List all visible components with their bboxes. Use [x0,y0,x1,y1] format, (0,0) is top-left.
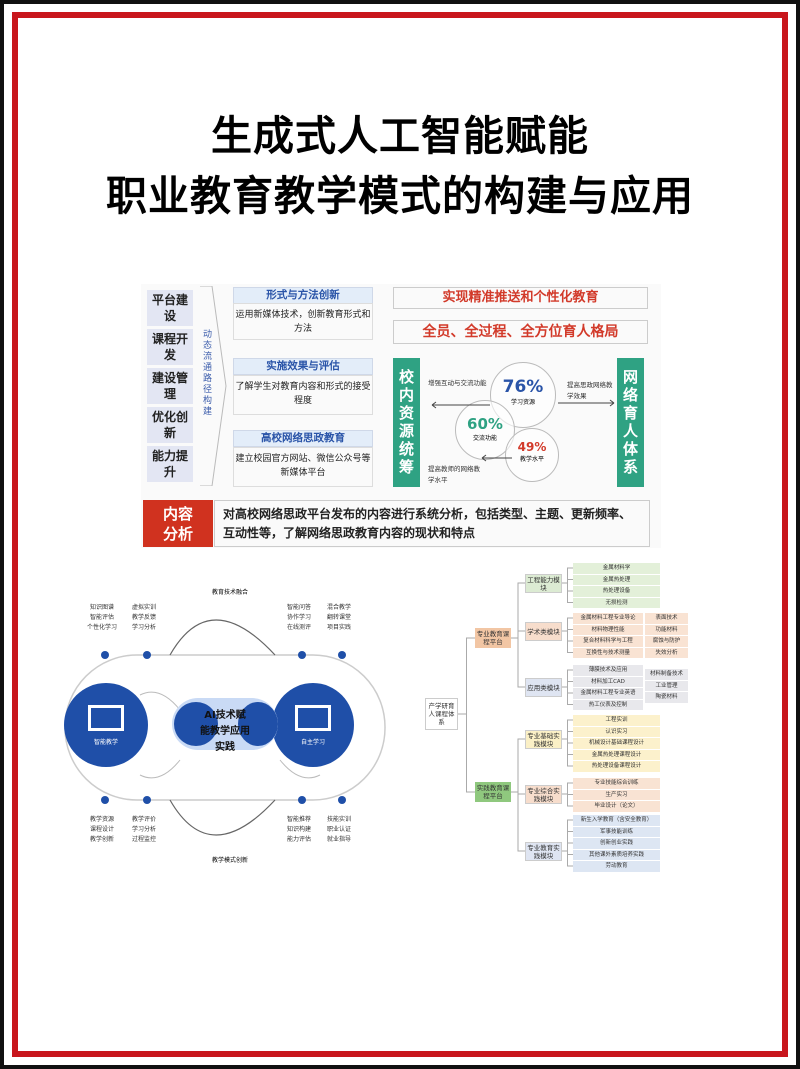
goal-precise-push: 实现精准推送和个性化教育 [393,287,648,309]
leaf-node: 功能材料 [645,624,688,635]
leaf-node: 生产实习 [573,789,660,800]
circle-teaching-level: 49% 教学水平 [505,428,559,482]
bottom-label: 教学模式创新 [211,857,248,864]
person-icon [238,702,278,746]
module-node: 专业综合实践模块 [525,785,562,804]
node-dot [338,796,346,804]
bottom-keyword-group: 技能实训 职业认证 就业指导 [326,816,351,843]
node-dot [143,796,151,804]
leaf-node: 新生入学教育（含安全教育） [573,815,660,826]
leaf-node: 金属材料学 [573,563,660,574]
title-line-2: 职业教育教学模式的构建与应用 [106,172,694,220]
leaf-node: 军事技能训练 [573,826,660,837]
module-body: 建立校园官方网站、微信公众号等新媒体平台 [233,447,373,487]
bottom-keyword-group: 教学资源 课程设计 教学创新 [89,816,114,843]
leaf-node: 失效分析 [645,647,688,658]
monitor-icon [88,705,124,731]
leaf-node: 创新创业实践 [573,838,660,849]
module-header: 形式与方法创新 [233,287,373,304]
content-analysis-text: 对高校网络思政平台发布的内容进行系统分析，包括类型、主题、更新频率、互动性等，了… [214,500,650,547]
top-label: 教育技术融合 [211,589,248,596]
leaf-node: 陶瓷材料 [645,692,688,703]
leaf-node: 金属材料工程专业导论 [573,613,643,624]
leaf-node: 互换性与技术测量 [573,647,643,658]
top-keyword-group: 智能问答 协作学习 在线测评 [286,604,311,631]
leaf-node: 热工仪表及控制 [573,699,643,710]
leaf-node: 其他课外素质培养实践 [573,849,660,860]
left-item: 建设管理 [147,368,193,404]
platform-node: 实践教育课程平台 [475,782,511,802]
note-interaction: 增强互动与交流功能 [428,379,487,387]
red-frame [12,12,788,1057]
module-node: 专业教育实践模块 [525,842,562,861]
leaf-node: 热处理设备 [573,586,660,597]
center-label: AI技术赋能教学应用实践 [200,710,250,753]
module-header: 高校网络思政教育 [233,430,373,447]
self-learning-circle: 自主学习 [272,683,354,767]
leaf-node: 金属热处理课程设计 [573,749,660,760]
person-icon [174,702,218,746]
node-dot [298,651,306,659]
node-dot [101,651,109,659]
leaf-node: 劳动教育 [573,861,660,872]
node-dot [298,796,306,804]
content-analysis-tag: 内容分析 [143,500,213,547]
module-node: 工程能力模块 [525,574,562,593]
leaf-node: 表面技术 [645,613,688,624]
module-body: 运用新媒体技术，创新教育形式和方法 [233,303,373,340]
module-node: 专业基础实践模块 [525,730,562,749]
leaf-node: 金属材料工程专业英语 [573,688,643,699]
left-item: 课程开发 [147,329,193,365]
leaf-node: 无损检测 [573,597,660,608]
leaf-node: 材料物理性能 [573,624,643,635]
leaf-node: 毕业设计（论文） [573,801,660,812]
flow-arrows [431,399,615,462]
leaf-node: 机械设计基础课程设计 [573,738,660,749]
node-dot [338,651,346,659]
module-node: 应用类模块 [525,678,562,697]
leaf-node: 金属热处理 [573,574,660,585]
top-keyword-group: 虚拟实训 教学反馈 学习分析 [131,604,156,631]
top-keyword-group: 混合教学 翻转课堂 项目实践 [326,604,351,631]
goal-all-round: 全员、全过程、全方位育人格局 [393,320,648,344]
node-dot [101,796,109,804]
leaf-node: 薄膜技术及应用 [573,665,643,676]
top-keyword-group: 知识图谱 智能评估 个性化学习 [86,604,117,631]
module-node: 学术类模块 [525,622,562,641]
left-green-bar: 校内资源统筹 [393,358,420,487]
module-header: 实施效果与评估 [233,358,373,375]
bottom-keyword-group: 智能推荐 知识构建 能力评估 [286,816,311,843]
leaf-node: 工程实训 [573,715,660,726]
leaf-node: 复合材料科学与工程 [573,636,643,647]
smart-teaching-circle: 智能教学 [64,683,148,767]
leaf-node: 认识实习 [573,726,660,737]
bottom-keyword-group: 教学评价 学习分析 过程监控 [131,816,156,843]
path-label: 动态流通路径构建 [203,330,213,417]
right-green-bar: 网络育人体系 [617,358,644,487]
left-item: 能力提升 [147,446,193,482]
leaf-node: 材料加工CAD [573,676,643,687]
root-node: 产学研育人课程体系 [425,698,458,730]
left-item: 平台建设 [147,290,193,326]
platform-node: 专业教育课程平台 [475,628,511,648]
path-arrow [200,286,227,486]
tree-connectors [458,567,573,867]
left-item: 优化创新 [147,407,193,443]
note-effect: 提高思政网络教学效果 [567,381,613,400]
leaf-node: 腐蚀与防护 [645,636,688,647]
title-line-1: 生成式人工智能赋能 [211,112,589,160]
leaf-node: 材料制备技术 [645,669,688,680]
center-pill: AI技术赋能教学应用实践 [172,698,278,753]
node-dot [143,651,151,659]
leaf-node: 工业管理 [645,680,688,691]
leaf-node: 专业技能综合训练 [573,778,660,789]
note-teacher: 提高教师的网络教学水平 [428,465,480,484]
leaf-node: 热处理设备课程设计 [573,761,660,772]
module-body: 了解学生对教育内容和形式的接受程度 [233,375,373,415]
monitor-icon [295,705,331,731]
